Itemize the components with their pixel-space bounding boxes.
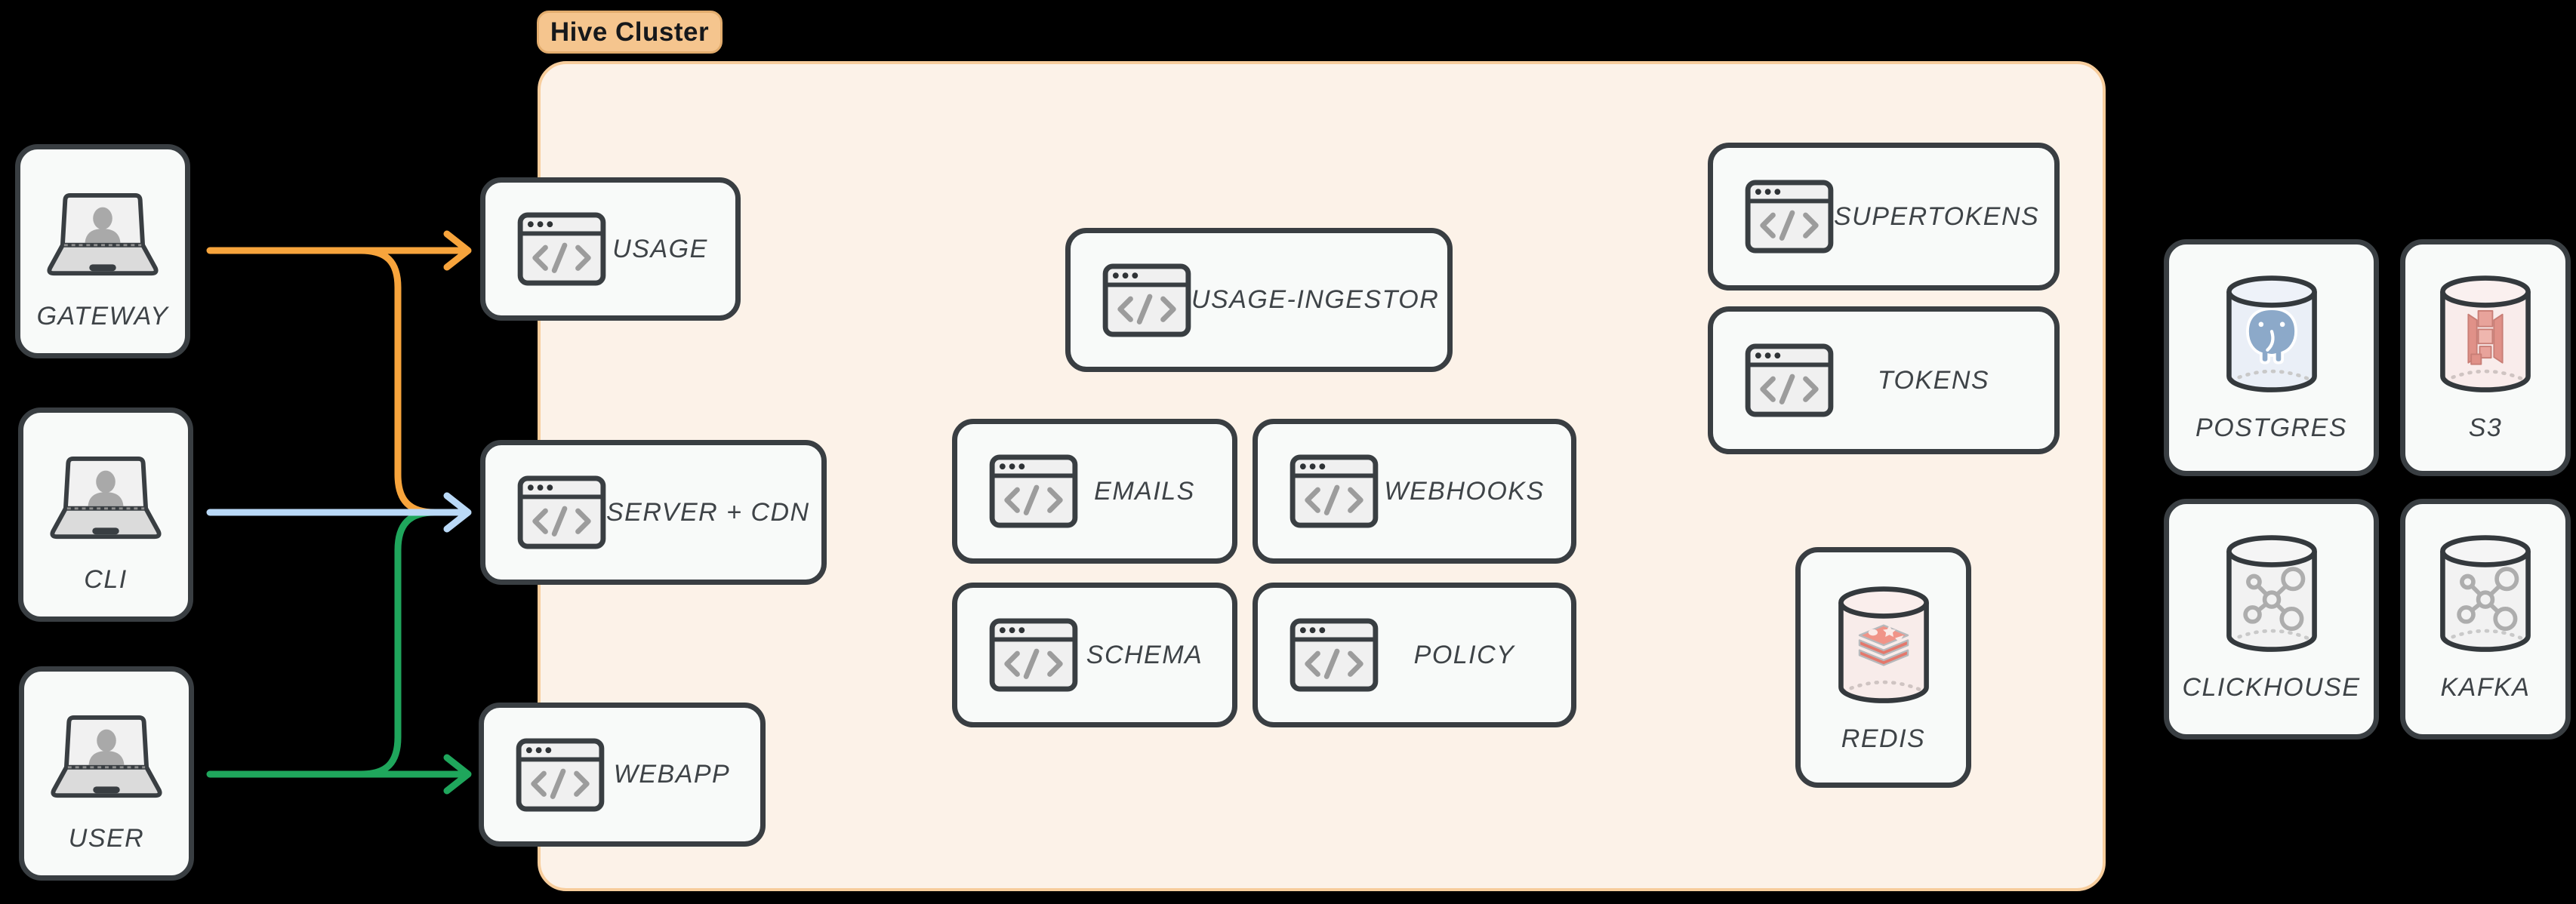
redis-db-icon: [1834, 583, 1934, 709]
edge-gateway-usage-arrowhead: [443, 230, 472, 271]
service-label: EMAILS: [1094, 476, 1195, 506]
service-label: SUPERTOKENS: [1834, 201, 2040, 231]
laptop-user-icon: [43, 192, 162, 281]
code-window-icon: [516, 738, 605, 812]
datastore-label: S3: [2468, 414, 2503, 442]
s3-db-icon: [2436, 272, 2535, 398]
datastore-label: CLICKHOUSE: [2182, 673, 2361, 702]
client-label: CLI: [84, 565, 128, 594]
client-node-gateway: GATEWAY: [15, 144, 190, 358]
datastore-label: KAFKA: [2440, 673, 2531, 702]
datastore-label: POSTGRES: [2195, 414, 2347, 442]
code-window-icon: [1290, 618, 1379, 692]
client-label: USER: [68, 824, 145, 853]
service-node-webhooks: WEBHOOKS: [1253, 419, 1576, 564]
edge-user-webapp-arrowhead: [443, 754, 472, 795]
code-window-icon: [517, 212, 606, 286]
client-node-user: USER: [19, 666, 194, 881]
datastore-node-s3: S3: [2400, 239, 2571, 476]
code-window-icon: [1102, 263, 1191, 337]
code-window-icon: [989, 454, 1078, 528]
code-window-icon: [1745, 343, 1834, 417]
clickhouse-db-icon: [2222, 531, 2322, 658]
service-node-usage-ingestor: USAGE-INGESTOR: [1065, 228, 1453, 372]
service-node-usage: USAGE: [480, 177, 741, 321]
service-node-emails: EMAILS: [952, 419, 1237, 564]
service-node-policy: POLICY: [1253, 583, 1576, 727]
laptop-user-icon: [46, 455, 165, 544]
datastore-node-clickhouse: CLICKHOUSE: [2164, 499, 2379, 739]
service-label: SERVER + CDN: [606, 497, 810, 527]
edge-cli-server-cdn-arrowhead: [443, 492, 472, 533]
service-node-server-cdn: SERVER + CDN: [480, 440, 827, 585]
service-label: USAGE: [612, 234, 708, 263]
service-label: REDIS: [1841, 724, 1926, 753]
service-node-tokens: TOKENS: [1708, 306, 2060, 454]
client-node-cli: CLI: [18, 407, 193, 622]
code-window-icon: [989, 618, 1078, 692]
service-label: USAGE-INGESTOR: [1191, 285, 1440, 314]
service-node-webapp: WEBAPP: [479, 703, 766, 847]
service-label: WEBHOOKS: [1384, 476, 1545, 506]
client-label: GATEWAY: [36, 302, 169, 331]
datastore-node-kafka: KAFKA: [2400, 499, 2571, 739]
hive-cluster-badge: Hive Cluster: [537, 11, 723, 54]
service-label: SCHEMA: [1086, 640, 1203, 669]
service-node-schema: SCHEMA: [952, 583, 1237, 727]
datastore-node-postgres: POSTGRES: [2164, 239, 2379, 476]
code-window-icon: [1290, 454, 1379, 528]
code-window-icon: [1745, 180, 1834, 254]
code-window-icon: [517, 475, 606, 549]
kafka-db-icon: [2436, 531, 2535, 658]
service-label: TOKENS: [1877, 365, 1990, 395]
service-node-redis: REDIS: [1795, 547, 1971, 788]
laptop-user-icon: [47, 714, 166, 803]
service-node-supertokens: SUPERTOKENS: [1708, 143, 2060, 291]
service-label: WEBAPP: [613, 760, 731, 789]
edge-gateway-server-cdn: [357, 247, 455, 516]
edge-user-server-cdn: [357, 509, 455, 778]
postgres-db-icon: [2222, 272, 2322, 398]
service-label: POLICY: [1413, 640, 1515, 669]
